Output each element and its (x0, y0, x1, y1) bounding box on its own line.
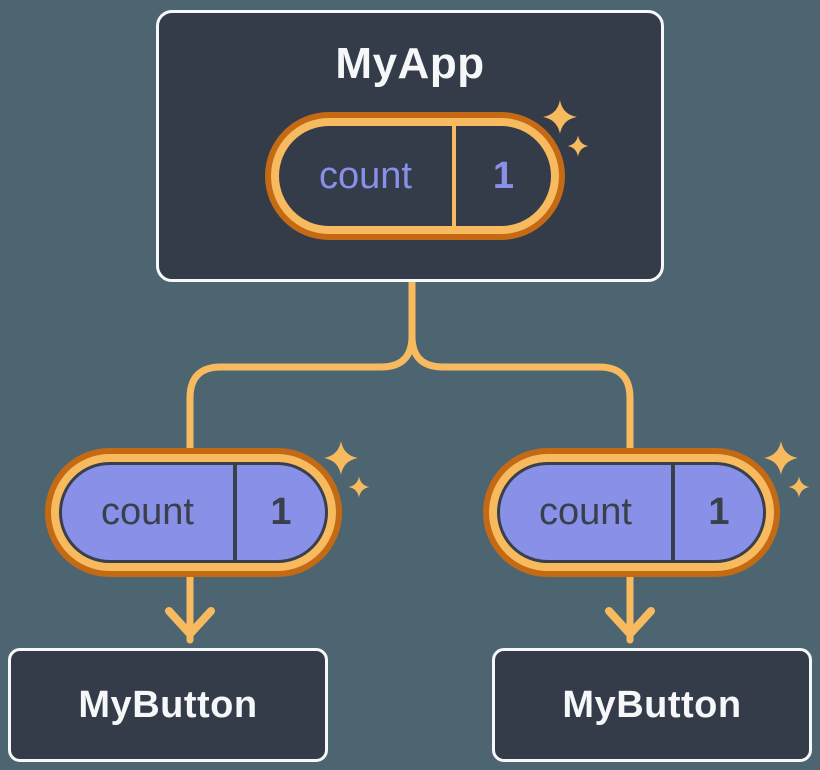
pill-divider (233, 465, 237, 560)
branch-line-right (408, 278, 634, 644)
sparkle-icon (324, 441, 370, 498)
state-pill-myapp: count 1 (265, 112, 565, 240)
sparkle-icon (543, 100, 589, 157)
node-mybutton-left: MyButton (8, 648, 328, 762)
pill-divider (671, 465, 675, 560)
prop-pill-body: count 1 (497, 462, 766, 563)
pill-divider (452, 126, 456, 226)
arrow-down-icon (605, 607, 655, 638)
prop-pill-right: count 1 (483, 448, 780, 577)
sparkle-icon (764, 441, 810, 498)
node-mybutton-title: MyButton (78, 683, 258, 726)
prop-value: 1 (708, 491, 730, 533)
state-pill-ring: count 1 (271, 118, 559, 234)
arrow-down-icon (165, 607, 215, 638)
node-myapp-title: MyApp (335, 39, 485, 88)
prop-pill-ring: count 1 (489, 454, 774, 571)
node-mybutton-right: MyButton (492, 648, 812, 762)
node-mybutton-title: MyButton (562, 683, 742, 726)
prop-pill-ring: count 1 (51, 454, 336, 571)
prop-value: 1 (270, 491, 292, 533)
prop-pill-left: count 1 (45, 448, 342, 577)
prop-pill-body: count 1 (59, 462, 328, 563)
state-name: count (319, 154, 412, 197)
prop-name: count (101, 491, 194, 533)
state-value: 1 (492, 154, 515, 197)
state-pill-body: count 1 (279, 126, 551, 226)
prop-name: count (539, 491, 632, 533)
